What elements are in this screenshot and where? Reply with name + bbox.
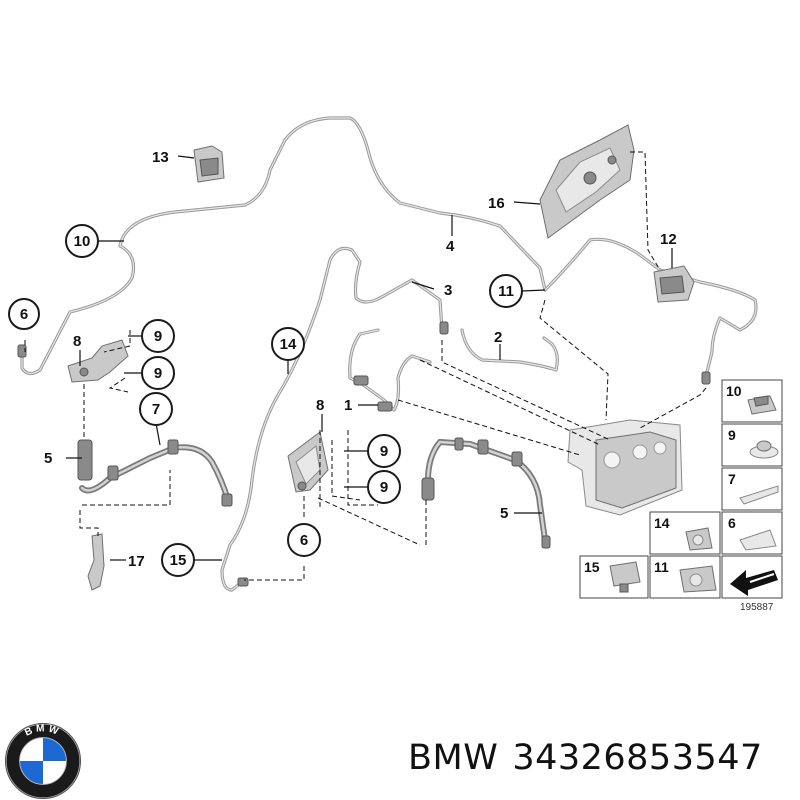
dashed-leaders xyxy=(24,151,707,581)
drawing-number: 195887 xyxy=(740,602,774,613)
callout-11-label: 11 xyxy=(498,283,514,300)
brand-name: BMW xyxy=(408,738,499,778)
callout-2: 2 xyxy=(494,329,502,346)
part-number: 34326853547 xyxy=(512,738,763,778)
callout-8-left: 8 xyxy=(73,333,81,350)
callout-9-left-a: 9 xyxy=(141,319,175,353)
legend-box-9 xyxy=(721,423,783,467)
callout-7: 7 xyxy=(139,392,173,426)
callout-8-mid: 8 xyxy=(316,397,324,414)
callout-6-left: 6 xyxy=(8,298,40,330)
parts-legend: 10 9 7 14 6 15 11 xyxy=(579,379,783,599)
brake-line-14 xyxy=(220,246,444,592)
callout-11: 11 xyxy=(489,274,523,308)
callout-14-label: 14 xyxy=(280,336,297,353)
callout-17: 17 xyxy=(128,553,145,570)
legend-num-6: 6 xyxy=(728,515,736,531)
callout-10: 10 xyxy=(65,224,99,258)
part-8-bracket-mid xyxy=(287,431,329,493)
callout-13: 13 xyxy=(152,149,169,166)
brake-line-1 xyxy=(348,328,432,412)
callout-14: 14 xyxy=(271,327,305,361)
legend-num-9: 9 xyxy=(728,427,736,443)
bmw-logo: BMW xyxy=(4,722,82,800)
part-16-abs-bracket xyxy=(539,124,635,239)
callout-9-mid-b: 9 xyxy=(367,470,401,504)
callout-4: 4 xyxy=(446,238,455,255)
part-caption: BMW 34326853547 xyxy=(408,738,777,778)
callouts: 13 10 4 3 11 16 12 6 8 9 xyxy=(8,149,677,577)
callout-9-left-b: 9 xyxy=(141,356,175,390)
brake-hose-right xyxy=(425,438,548,543)
legend-num-11: 11 xyxy=(654,559,669,575)
part-12-clip xyxy=(653,265,695,303)
brake-line-2 xyxy=(460,328,559,372)
part-8-bracket-left xyxy=(67,339,129,383)
callout-leaders xyxy=(66,155,673,561)
callout-15-label: 15 xyxy=(170,552,187,569)
callout-3: 3 xyxy=(444,282,452,299)
legend-num-10: 10 xyxy=(726,383,742,399)
callout-9-left-b-label: 9 xyxy=(154,365,162,382)
callout-6-mid: 6 xyxy=(287,523,321,557)
callout-9-mid-a: 9 xyxy=(367,434,401,468)
callout-16: 16 xyxy=(488,195,505,212)
callout-6-left-label: 6 xyxy=(20,306,28,323)
callout-7-label: 7 xyxy=(152,401,160,418)
legend-num-15: 15 xyxy=(584,559,600,575)
part-13-bracket xyxy=(193,145,225,183)
callout-12: 12 xyxy=(660,231,677,248)
callout-9-mid-a-label: 9 xyxy=(380,443,388,460)
callout-9-left-a-label: 9 xyxy=(154,328,162,345)
exploded-diagram: 13 10 4 3 11 16 12 6 8 9 xyxy=(8,116,783,613)
callout-5-right: 5 xyxy=(500,505,508,522)
fittings xyxy=(17,321,711,587)
callout-1: 1 xyxy=(344,397,352,414)
callout-15: 15 xyxy=(161,543,195,577)
svg-text:BMW: BMW xyxy=(23,723,62,738)
legend-num-7: 7 xyxy=(728,471,736,487)
callout-10-label: 10 xyxy=(74,233,91,250)
callout-6-mid-label: 6 xyxy=(300,532,308,549)
abs-unit xyxy=(567,419,683,516)
legend-num-14: 14 xyxy=(654,515,670,531)
callout-9-mid-b-label: 9 xyxy=(380,479,388,496)
callout-5-left: 5 xyxy=(44,450,52,467)
part-17-bracket xyxy=(87,533,105,591)
brake-line-right xyxy=(543,237,758,378)
